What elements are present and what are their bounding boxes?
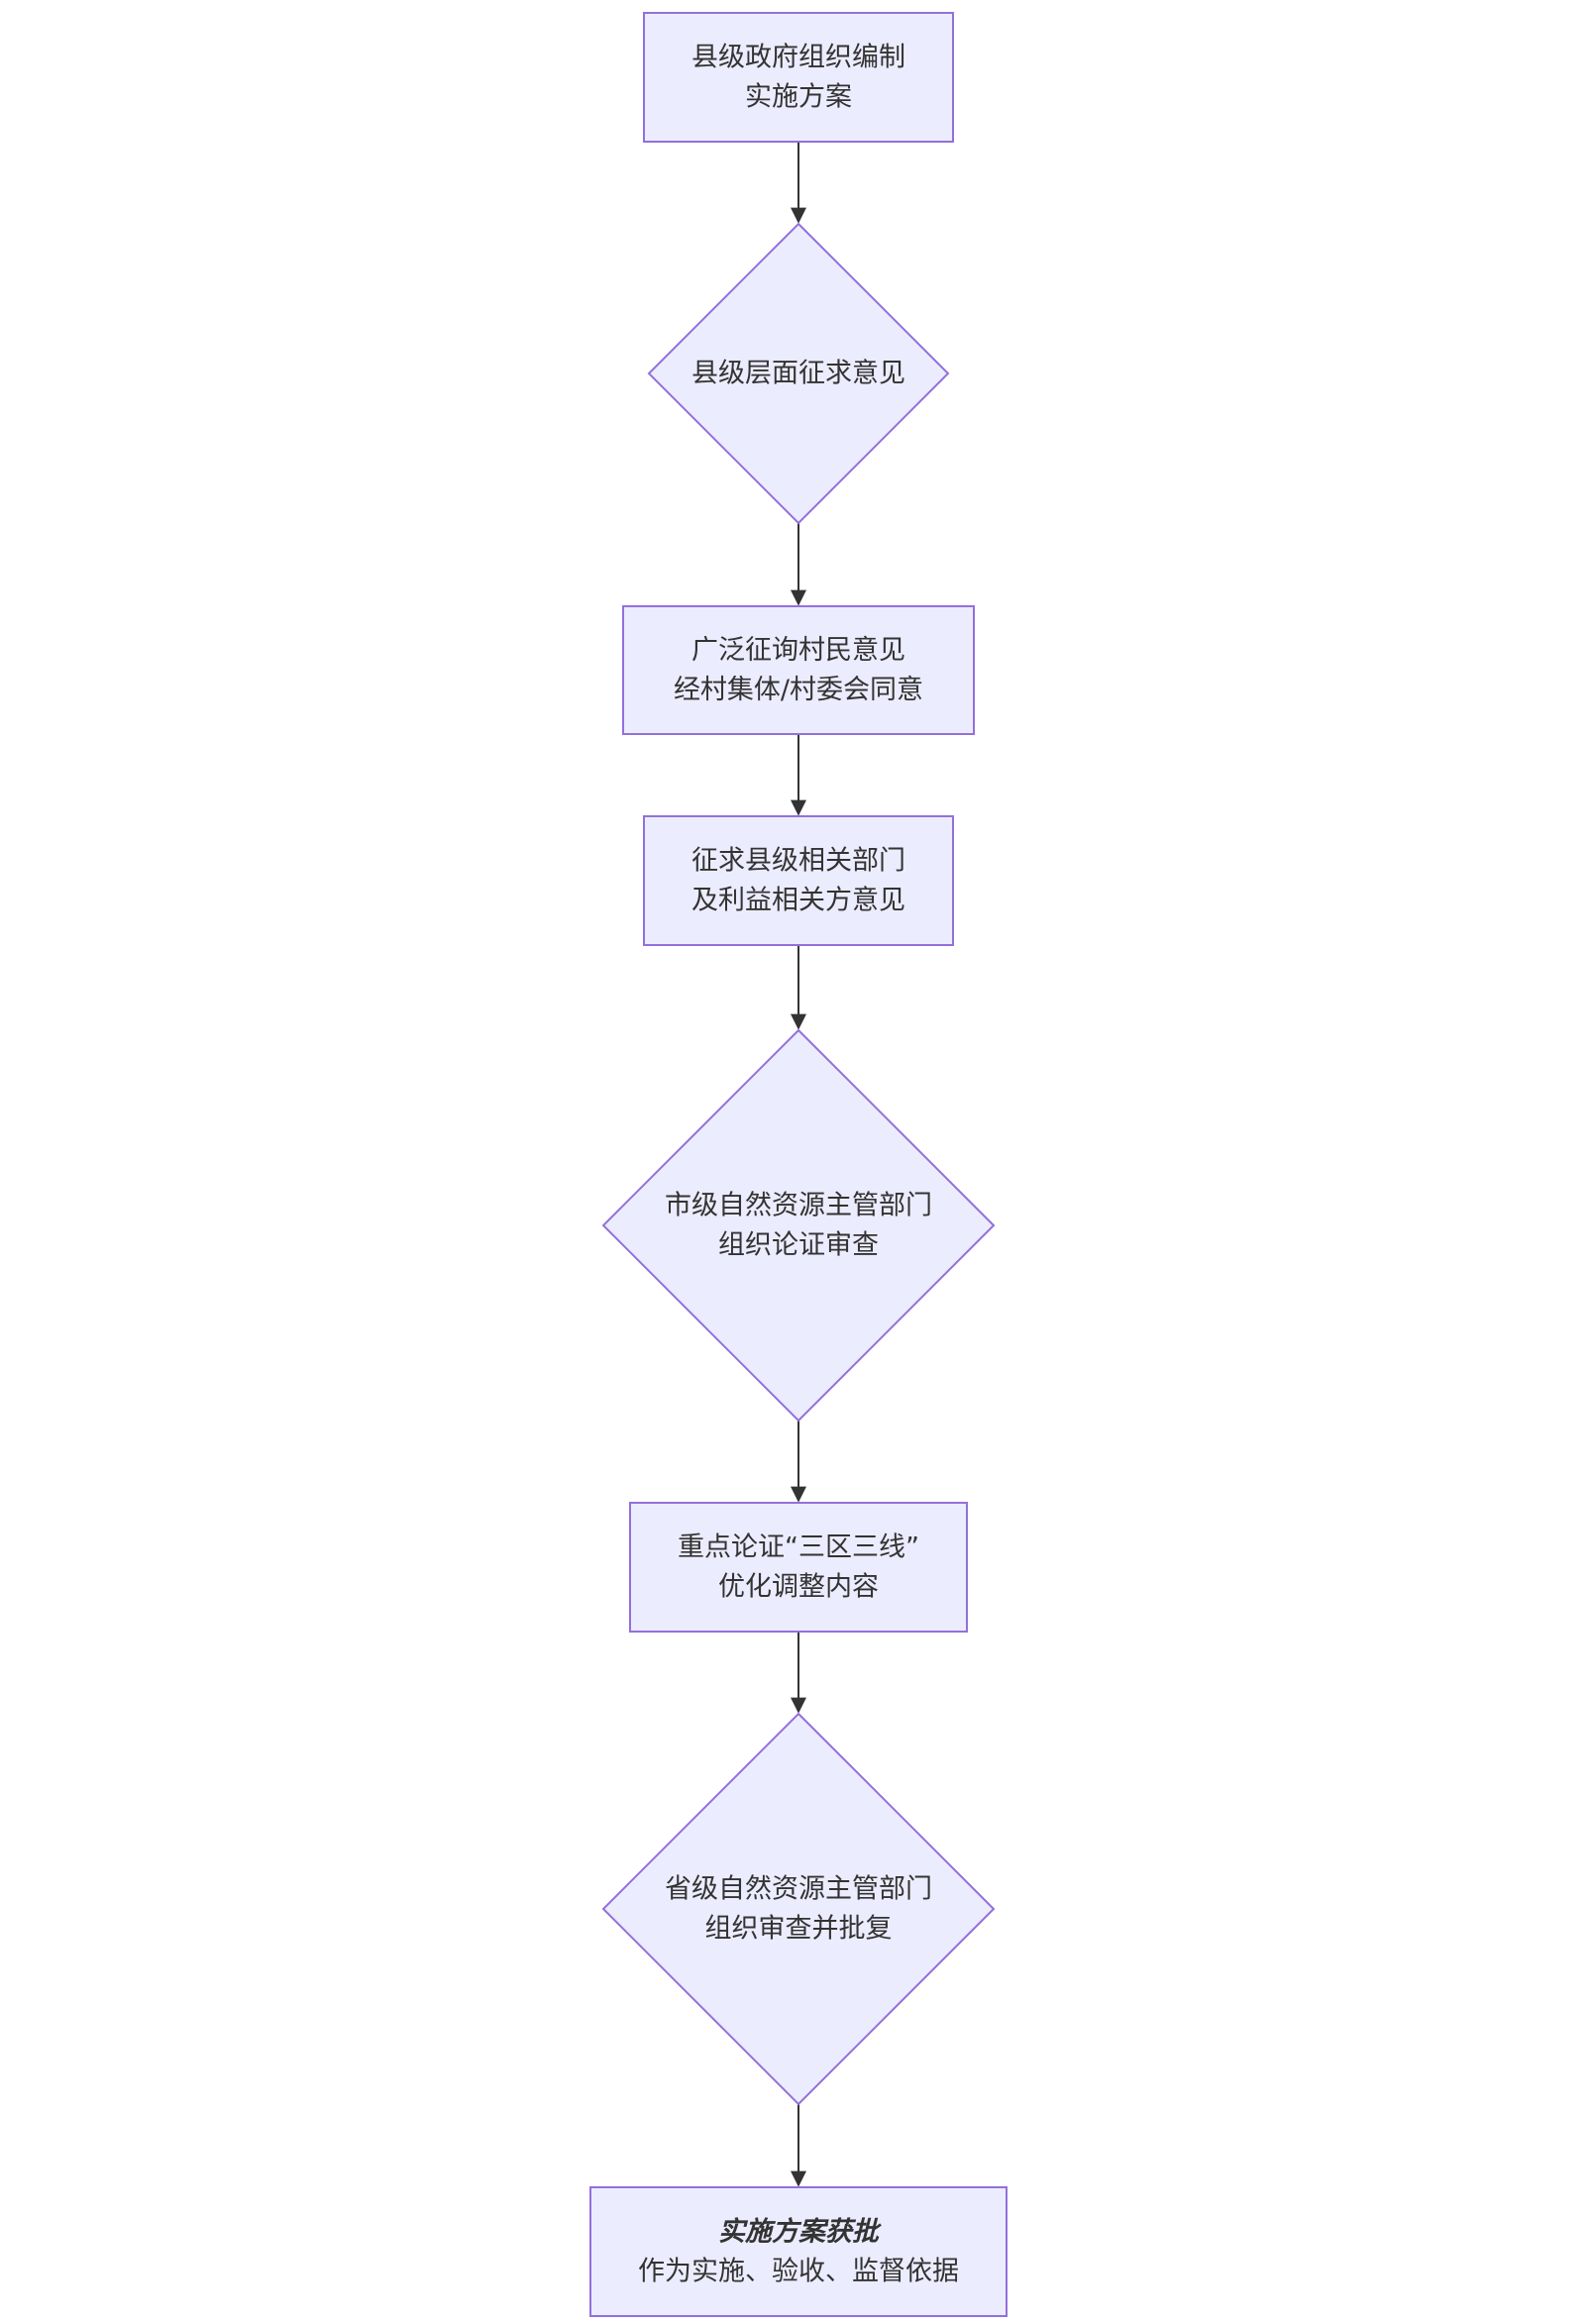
node-label: 优化调整内容: [718, 1572, 879, 1603]
node-label: 及利益相关方意见: [691, 886, 905, 916]
decision-diamond: [601, 1712, 996, 2106]
node-label: 省级自然资源主管部门: [665, 1874, 932, 1905]
node-label: 组织论证审查: [718, 1230, 879, 1261]
node-label: 重点论证“三区三线”: [678, 1532, 919, 1563]
node-label: 县级政府组织编制: [691, 43, 905, 73]
node-label: 广泛征询村民意见: [691, 635, 905, 666]
process-box: [629, 1502, 968, 1633]
nodes-layer: 县级政府组织编制实施方案县级层面征求意见广泛征询村民意见经村集体/村委会同意征求…: [589, 12, 1008, 2317]
process-node: 重点论证“三区三线” 优化调整内容: [629, 1502, 968, 1633]
decision-diamond: [601, 1028, 996, 1423]
process-box: [589, 2186, 1008, 2317]
node-label: 经村集体/村委会同意: [674, 675, 923, 705]
node-label: 县级层面征求意见: [691, 359, 905, 389]
decision-diamond: [647, 222, 950, 525]
node-label: 作为实施、验收、监督依据: [638, 2257, 959, 2287]
node-label: 实施方案获批: [718, 2217, 882, 2248]
process-box: [643, 12, 954, 143]
node-label: 市级自然资源主管部门: [665, 1191, 932, 1221]
process-box: [643, 815, 954, 946]
node-label: 组织审查并批复: [705, 1914, 893, 1945]
node-label: 实施方案: [745, 82, 852, 113]
decision-node: 县级层面征求意见: [647, 222, 950, 525]
process-box: [622, 605, 975, 735]
node-label: 征求县级相关部门: [691, 846, 905, 877]
